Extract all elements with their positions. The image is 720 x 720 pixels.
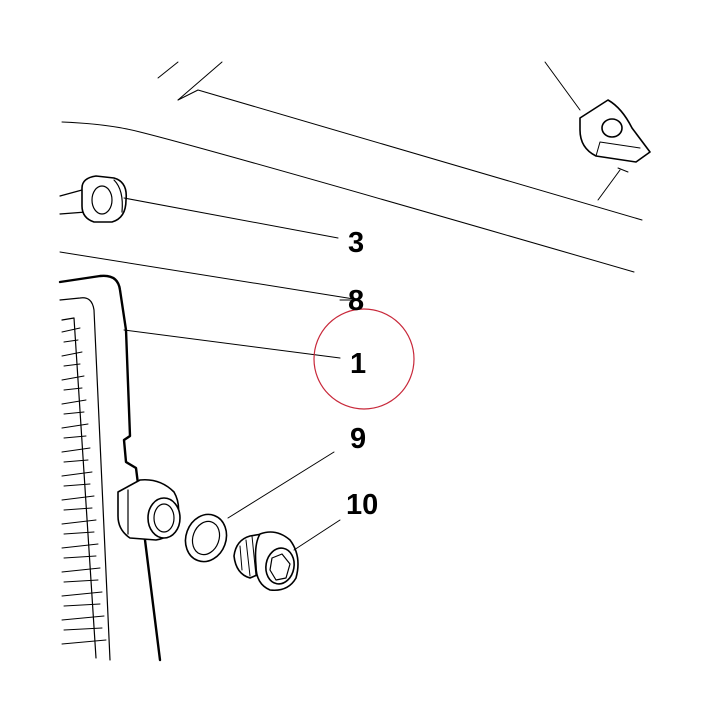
vehicle-body-outline	[59, 61, 643, 301]
leader-line-9	[227, 451, 335, 519]
part-9-o-ring	[184, 513, 228, 563]
part-3-hose-fitting	[59, 175, 128, 223]
leader-lines	[123, 197, 361, 551]
mounting-bracket	[579, 99, 651, 163]
highlight-circle	[313, 308, 415, 410]
leader-line-3	[123, 197, 339, 239]
leader-line-10	[293, 519, 341, 551]
part-1-radiator	[58, 274, 181, 662]
callout-8: 8	[348, 285, 364, 317]
callout-1: 1	[350, 348, 366, 380]
leader-line-1	[123, 329, 341, 359]
part-10-drain-plug	[233, 531, 299, 592]
callout-3: 3	[348, 227, 364, 259]
callout-9: 9	[350, 423, 366, 455]
callout-10: 10	[346, 489, 378, 521]
callout-labels: 3 8 1 9 10	[346, 227, 378, 521]
